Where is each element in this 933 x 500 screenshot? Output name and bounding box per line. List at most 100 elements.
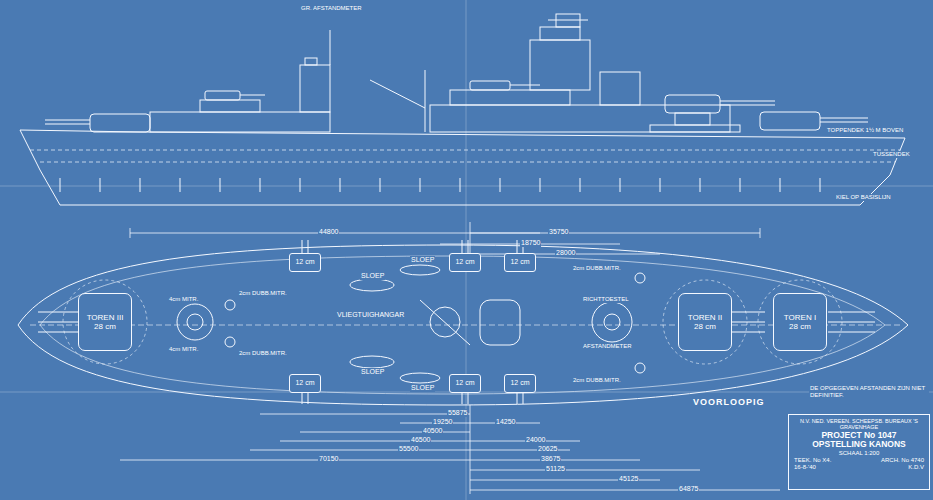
plan-view	[635, 363, 645, 373]
elevation-view	[220, 178, 221, 192]
plan-view	[400, 265, 440, 275]
dimension-value: 44800	[318, 228, 339, 236]
dimension-lines	[470, 233, 760, 234]
gun-calibre: 28 cm	[789, 322, 811, 331]
gun-calibre: 28 cm	[694, 322, 716, 331]
elevation-view	[100, 178, 101, 192]
elevation-view	[200, 100, 260, 112]
plan-view	[38, 322, 78, 323]
elevation-view	[760, 112, 820, 130]
plan-view	[30, 325, 900, 326]
plan-view	[350, 356, 394, 368]
plan-view	[462, 240, 463, 254]
part-label: SLOEP	[410, 256, 435, 264]
elevation-view	[240, 95, 265, 96]
title-row: TEEK. No X4.ARCH. No 4740	[794, 457, 924, 464]
gun-calibre: 12 cm	[295, 379, 314, 387]
dimension-value: 38675	[540, 455, 561, 463]
plan-view	[302, 240, 303, 254]
plan-view	[523, 392, 524, 404]
elevation-view	[600, 72, 640, 105]
plan-view	[732, 312, 765, 313]
gun-calibre: 28 cm	[94, 322, 116, 331]
elevation-view	[425, 70, 426, 132]
part-label: AFSTANDMETER	[582, 343, 633, 350]
title-block: N.V. NED. VEREEN. SCHEEPSB. BUREAUX 'S G…	[788, 414, 930, 490]
part-label: DE OPGEGEVEN AFSTANDEN ZIJN NIET DEFINIT…	[809, 385, 929, 399]
plan-view	[468, 392, 469, 404]
title-text: N.V. NED. VEREEN. SCHEEPSB. BUREAUX 'S G…	[794, 418, 924, 431]
elevation-view	[20, 130, 905, 205]
plan-view	[187, 314, 203, 330]
elevation-view	[20, 14, 905, 205]
dimension-value: 46500	[410, 436, 431, 444]
dimension-lines	[470, 405, 471, 494]
plan-view	[177, 304, 213, 340]
plan-view	[828, 312, 875, 313]
dimension-value: 19250	[432, 418, 453, 426]
title-text: ARCH. No 4740	[881, 457, 924, 464]
title-row: N.V. NED. VEREEN. SCHEEPSB. BUREAUX 'S G…	[794, 418, 924, 431]
gun-calibre: 12 cm	[455, 258, 474, 266]
dimension-lines	[260, 414, 470, 415]
elevation-view	[380, 178, 381, 192]
elevation-view	[140, 178, 141, 192]
dimension-value: 40500	[422, 427, 443, 435]
elevation-view	[20, 130, 905, 138]
elevation-view	[300, 178, 301, 192]
dimension-lines	[120, 222, 780, 494]
part-label: 4cm MITR.	[168, 296, 199, 303]
dimension-lines	[470, 490, 780, 491]
elevation-view	[740, 178, 741, 192]
plan-view	[517, 392, 518, 404]
plan-view	[18, 245, 908, 405]
dimension-value: 35750	[548, 228, 569, 236]
elevation-view	[700, 178, 701, 192]
title-row: 16-8-'40K.D.V	[794, 464, 924, 471]
elevation-view	[540, 27, 580, 40]
elevation-view	[150, 112, 330, 132]
dimension-lines	[400, 423, 540, 424]
part-label: SLOEP	[360, 272, 385, 280]
part-label: VLIEGTUIGHANGAR	[336, 311, 405, 319]
elevation-view	[580, 178, 581, 192]
elevation-view	[30, 150, 900, 151]
part-label: GR. AFSTANDMETER	[300, 5, 363, 12]
project-number: PROJECT No 1047	[821, 431, 896, 441]
elevation-view	[260, 178, 261, 192]
dimension-value: 45125	[618, 475, 639, 483]
part-label: 2cm DUBB.MITR.	[572, 265, 622, 272]
dimension-lines	[470, 222, 471, 256]
main-turret: TOREN II28 cm	[678, 293, 732, 351]
turret-name: TOREN I	[784, 313, 816, 322]
elevation-view	[45, 124, 90, 125]
dimension-lines	[300, 432, 470, 433]
elevation-view	[305, 58, 317, 65]
elevation-view	[330, 30, 331, 65]
dimension-value: 28000	[555, 249, 576, 257]
elevation-view	[460, 178, 461, 192]
main-turret: TOREN III28 cm	[78, 293, 132, 351]
gun-calibre: 12 cm	[510, 258, 529, 266]
elevation-view	[45, 120, 90, 121]
secondary-turret: 12 cm	[449, 374, 481, 393]
dimension-lines	[120, 460, 640, 461]
elevation-view	[500, 178, 501, 192]
part-label: KIEL OP BASISLIJN	[835, 194, 892, 201]
elevation-view	[540, 178, 541, 192]
elevation-view	[60, 178, 61, 192]
title-text: SCHAAL 1:200	[839, 450, 879, 457]
plan-view	[400, 373, 440, 383]
title-text: K.D.V	[908, 464, 924, 471]
elevation-view	[548, 20, 588, 21]
elevation-view	[820, 122, 868, 123]
part-label: TOPPENDEK 1½ M BOVEN	[826, 127, 904, 134]
elevation-view	[90, 114, 150, 132]
dimension-value: 24000	[525, 436, 546, 444]
dimension-lines	[760, 228, 761, 238]
plan-view	[225, 337, 235, 347]
elevation-view	[780, 178, 781, 192]
gun-calibre: 12 cm	[510, 379, 529, 387]
turret-name: TOREN II	[688, 313, 723, 322]
